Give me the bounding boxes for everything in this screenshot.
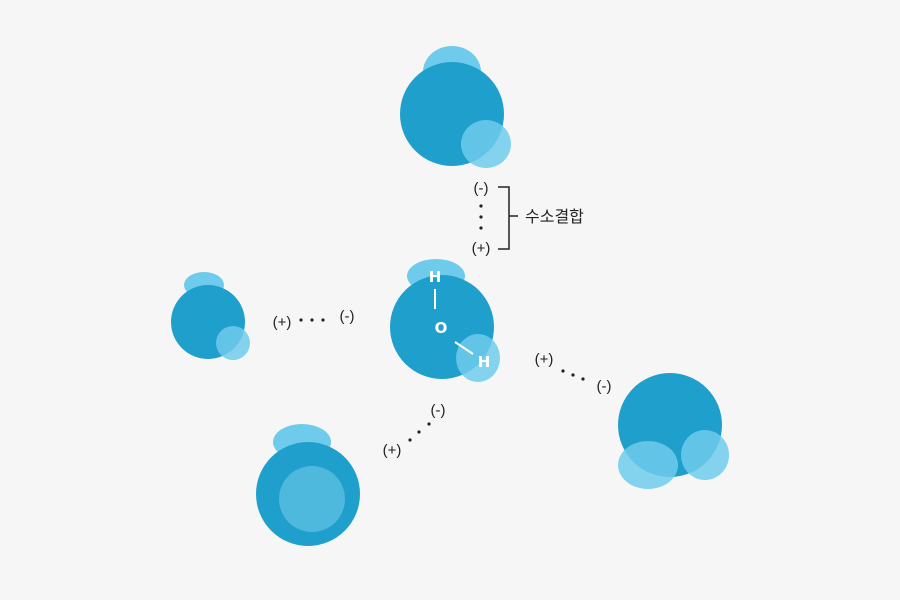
- bond-dot: [479, 226, 483, 230]
- atom-label-o: O: [435, 319, 448, 337]
- charge-negative: (-): [340, 308, 355, 325]
- bond-dot: [299, 318, 303, 322]
- hydrogen-bond-bottom-left: (-) (+): [383, 402, 446, 459]
- bond-dot: [310, 318, 314, 322]
- charge-negative: (-): [474, 180, 489, 197]
- bond-dot: [479, 204, 483, 208]
- hydrogen-bond-left: (+) (-): [273, 308, 355, 331]
- water-molecule-bottom-right: [618, 373, 729, 489]
- bond-dot: [571, 373, 575, 377]
- bond-dot: [321, 318, 325, 322]
- hydrogen-bond-top: (-) (+) 수소결합: [472, 180, 585, 257]
- bond-dot: [417, 430, 421, 434]
- bracket: [498, 186, 510, 250]
- water-molecule-center: H O H: [390, 259, 500, 382]
- hydrogen-atom-behind: [279, 466, 345, 532]
- atom-label-h: H: [478, 353, 491, 371]
- bond-dot: [427, 422, 431, 426]
- water-molecule-bottom-left: [256, 424, 360, 546]
- charge-positive: (+): [383, 442, 402, 459]
- hydrogen-atom: [681, 430, 729, 480]
- hydrogen-bond-label: 수소결합: [525, 207, 584, 226]
- water-molecule-top: [400, 46, 511, 168]
- charge-positive: (+): [273, 314, 292, 331]
- hydrogen-atom: [456, 334, 500, 382]
- bond-dot: [581, 377, 585, 381]
- bond-dot: [408, 438, 412, 442]
- covalent-bond-line: [454, 341, 474, 355]
- hydrogen-atom: [461, 120, 511, 168]
- hydrogen-atom: [216, 326, 250, 360]
- bond-dot: [479, 215, 483, 219]
- hydrogen-bond-right: (+) (-): [535, 351, 612, 395]
- bond-dot: [561, 369, 565, 373]
- charge-positive: (+): [535, 351, 554, 368]
- charge-negative: (-): [431, 402, 446, 419]
- atom-label-h: H: [429, 268, 442, 286]
- water-molecule-left: [171, 272, 250, 360]
- charge-positive: (+): [472, 240, 491, 257]
- charge-negative: (-): [597, 378, 612, 395]
- hydrogen-atom: [618, 441, 678, 489]
